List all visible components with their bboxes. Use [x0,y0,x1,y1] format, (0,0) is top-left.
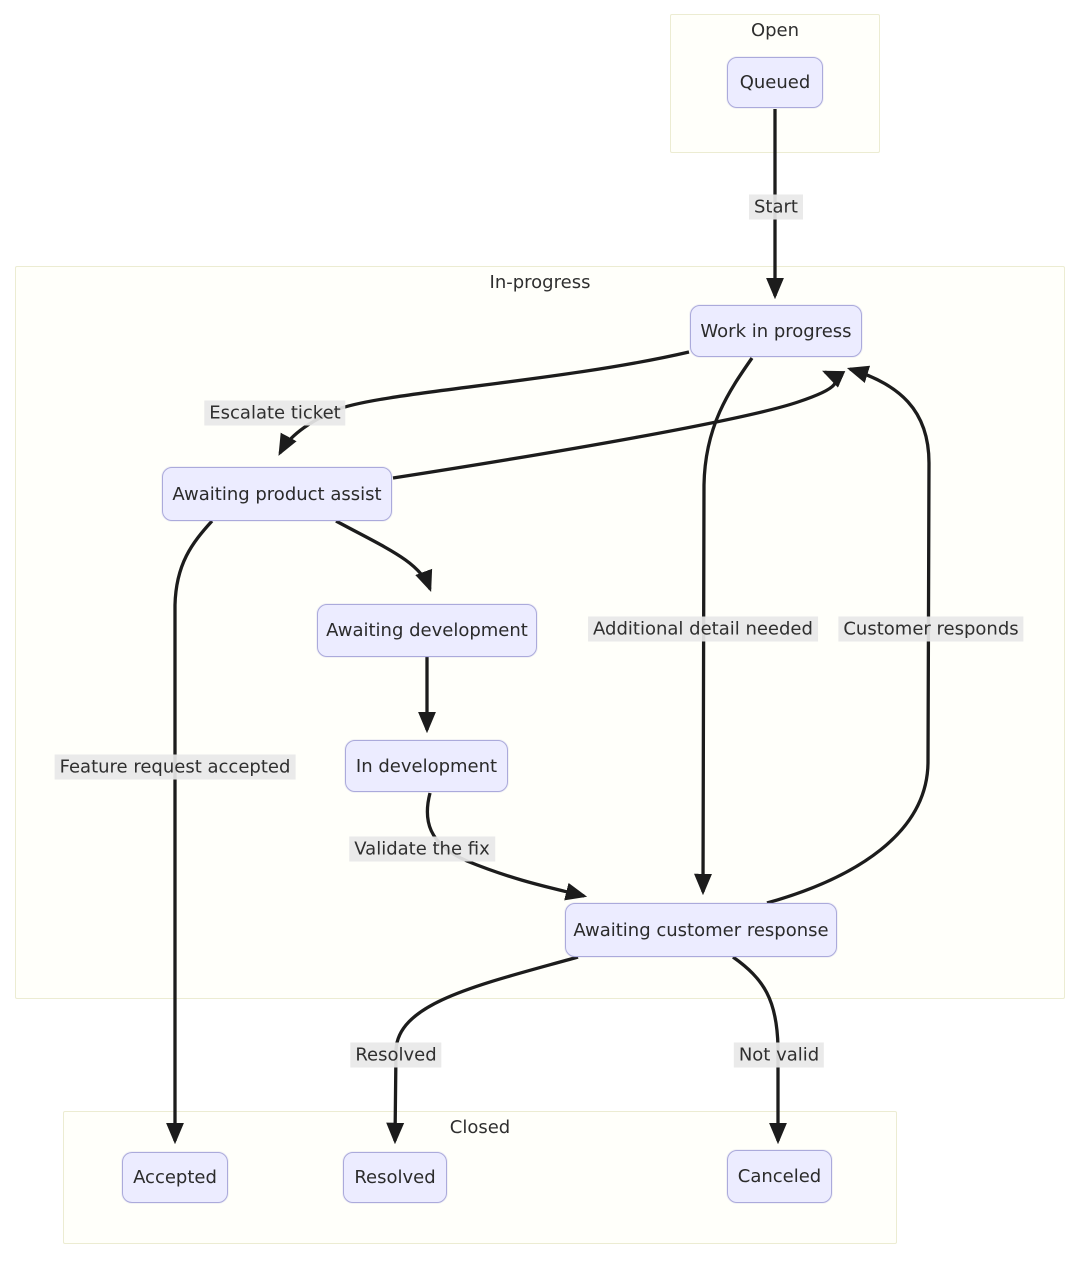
node-canceled-label: Canceled [737,1166,822,1187]
node-in-development-label: In development [355,755,498,777]
edge-feature-request-accepted [165,519,214,1145]
cluster-open-label: Open [750,20,800,41]
node-awaiting-customer-response-label: Awaiting customer response [573,919,829,941]
node-work-in-progress-label: Work in progress [700,320,852,342]
edge-to-awaiting-development [335,519,433,593]
node-awaiting-development-label: Awaiting development [326,620,528,641]
node-work-in-progress: Work in progress [690,305,862,357]
node-accepted: Accepted [122,1152,228,1203]
edge-label-additional-detail-needed: Additional detail needed [588,616,818,642]
node-resolved-label: Resolved [354,1167,436,1188]
edge-label-start: Start [749,194,803,220]
edge-customer-responds [766,365,931,905]
cluster-in-progress-label: In-progress [489,272,591,293]
node-resolved: Resolved [343,1152,447,1203]
node-awaiting-product-assist-label: Awaiting product assist [172,483,382,505]
node-accepted-label: Accepted [133,1167,217,1188]
node-in-development: In development [345,740,508,792]
cluster-closed-label: Closed [449,1117,511,1138]
node-canceled: Canceled [727,1150,832,1203]
edge-label-validate-the-fix: Validate the fix [349,836,495,862]
edge-product-assist-return [392,370,846,480]
edge-label-resolved: Resolved [350,1042,442,1068]
node-awaiting-development: Awaiting development [317,604,537,657]
node-queued-label: Queued [739,72,811,93]
node-queued: Queued [727,57,823,108]
edge-escalate-ticket [278,350,690,456]
edge-label-escalate-ticket: Escalate ticket [204,400,346,426]
edge-label-feature-request-accepted: Feature request accepted [54,754,296,780]
node-awaiting-customer-response: Awaiting customer response [565,903,837,957]
edge-label-not-valid: Not valid [733,1042,825,1068]
node-awaiting-product-assist: Awaiting product assist [162,467,392,521]
edge-resolved [386,955,579,1145]
edge-additional-detail-needed [694,357,754,896]
edge-label-customer-responds: Customer responds [838,616,1024,642]
